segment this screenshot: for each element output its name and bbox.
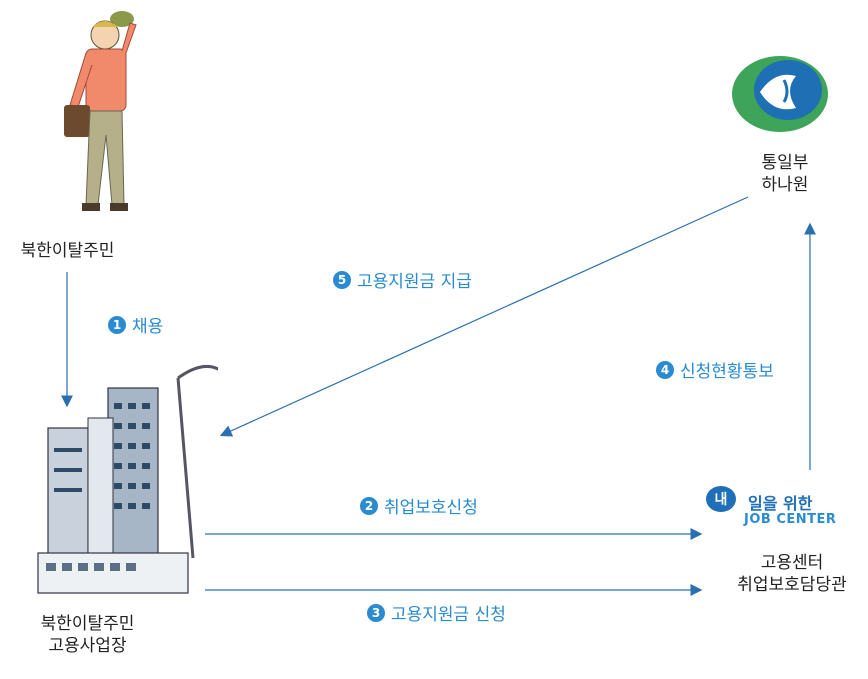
defector-label: 북한이탈주민 bbox=[20, 241, 115, 261]
center-label-line2: 취업보호담당관 bbox=[737, 575, 847, 595]
workplace-illustration bbox=[37, 364, 218, 594]
step-subsidy-payment: 5 고용지원금 지급 bbox=[333, 267, 472, 292]
step-hire: 1 채용 bbox=[108, 312, 163, 337]
step-3-label: 고용지원금 신청 bbox=[391, 605, 506, 625]
step-status-notice: 4 신청현황통보 bbox=[656, 357, 774, 382]
step-2-number: 2 bbox=[360, 496, 378, 515]
step-4-label: 신청현황통보 bbox=[680, 362, 774, 382]
center-label-line1: 고용센터 bbox=[760, 553, 824, 573]
center-label: 고용센터 취업보호담당관 bbox=[722, 552, 862, 596]
ministry-label: 통일부 하나원 bbox=[745, 152, 825, 196]
ministry-label-line1: 통일부 bbox=[761, 153, 809, 173]
job-center-logo: 내 일을 위한 JOB CENTER bbox=[706, 480, 866, 540]
step-protection-request: 2 취업보호신청 bbox=[360, 493, 478, 518]
defector-illustration bbox=[64, 11, 137, 211]
workplace-label: 북한이탈주민 고용사업장 bbox=[25, 613, 150, 657]
step-1-number: 1 bbox=[108, 315, 126, 334]
job-center-bottom: JOB CENTER bbox=[744, 512, 837, 527]
step-4-number: 4 bbox=[656, 360, 674, 379]
step-5-label: 고용지원금 지급 bbox=[357, 272, 472, 292]
step-1-label: 채용 bbox=[132, 317, 164, 337]
step-3-number: 3 bbox=[367, 603, 385, 622]
arrow-pay bbox=[219, 196, 749, 437]
job-center-bubble: 내 bbox=[706, 486, 736, 512]
step-2-label: 취업보호신청 bbox=[384, 498, 478, 518]
ministry-label-line2: 하나원 bbox=[761, 175, 809, 195]
step-subsidy-application: 3 고용지원금 신청 bbox=[367, 600, 506, 625]
workplace-label-line2: 고용사업장 bbox=[48, 636, 127, 656]
ministry-logo bbox=[732, 56, 828, 132]
workplace-label-line1: 북한이탈주민 bbox=[40, 614, 135, 634]
step-5-number: 5 bbox=[333, 270, 351, 289]
job-center-top: 일을 위한 bbox=[748, 494, 813, 513]
